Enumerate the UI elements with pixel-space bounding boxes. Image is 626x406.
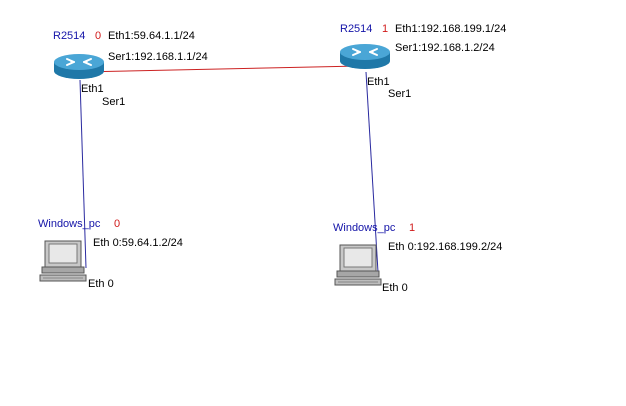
router-icon[interactable] bbox=[339, 42, 391, 72]
router-0-eth-ip: Eth1:59.64.1.1/24 bbox=[108, 30, 195, 42]
pc-0-name: Windows_pc bbox=[38, 218, 101, 230]
router-1-name: R2514 bbox=[340, 23, 373, 35]
router-0-ser-ip: Ser1:192.168.1.1/24 bbox=[108, 51, 208, 63]
router-1-ser-port: Ser1 bbox=[388, 88, 412, 100]
router-0-index: 0 bbox=[95, 30, 102, 42]
computer-icon[interactable] bbox=[333, 242, 385, 288]
pc-0-eth-port: Eth 0 bbox=[88, 278, 114, 290]
router-0-ser-port: Ser1 bbox=[102, 96, 126, 108]
router-0-name: R2514 bbox=[53, 30, 86, 42]
router-icon[interactable] bbox=[53, 52, 105, 82]
pc-1-eth-port: Eth 0 bbox=[382, 282, 408, 294]
router-1-index: 1 bbox=[382, 23, 389, 35]
pc-0-eth-ip: Eth 0:59.64.1.2/24 bbox=[93, 237, 183, 249]
router-1-eth-port: Eth1 bbox=[367, 76, 390, 88]
pc-0-index: 0 bbox=[114, 218, 121, 230]
computer-icon[interactable] bbox=[38, 238, 90, 284]
serial-link[interactable] bbox=[79, 65, 361, 73]
router-1-ser-ip: Ser1:192.168.1.2/24 bbox=[395, 42, 495, 54]
pc-1-index: 1 bbox=[409, 222, 416, 234]
ethernet-link-router0-pc0[interactable] bbox=[79, 79, 87, 269]
router-1-eth-ip: Eth1:192.168.199.1/24 bbox=[395, 23, 507, 35]
pc-1-name: Windows_pc bbox=[333, 222, 396, 234]
ethernet-link-router1-pc1[interactable] bbox=[365, 71, 379, 273]
router-0-eth-port: Eth1 bbox=[81, 83, 104, 95]
pc-1-eth-ip: Eth 0:192.168.199.2/24 bbox=[388, 241, 503, 253]
